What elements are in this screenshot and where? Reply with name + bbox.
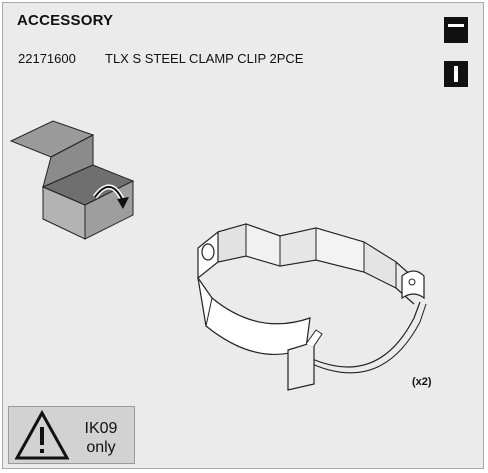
warning-triangle-icon xyxy=(14,409,70,460)
accessory-sheet: ACCESSORY 22171600 TLX S STEEL CLAMP CLI… xyxy=(2,2,484,469)
steel-clamp-clip xyxy=(197,223,427,391)
warning-line-2: only xyxy=(86,439,116,456)
side-view-icon xyxy=(444,61,468,87)
warning-line-1: IK09 xyxy=(84,420,118,437)
top-view-icon xyxy=(444,17,468,43)
warning-text: IK09 only xyxy=(71,419,131,457)
open-box-icon xyxy=(9,120,135,240)
part-number: 22171600 xyxy=(18,51,76,66)
page-title: ACCESSORY xyxy=(17,12,114,29)
warning-box: IK09 only xyxy=(8,406,135,464)
part-description: TLX S STEEL CLAMP CLIP 2PCE xyxy=(105,51,304,66)
quantity-label: (x2) xyxy=(412,376,432,388)
